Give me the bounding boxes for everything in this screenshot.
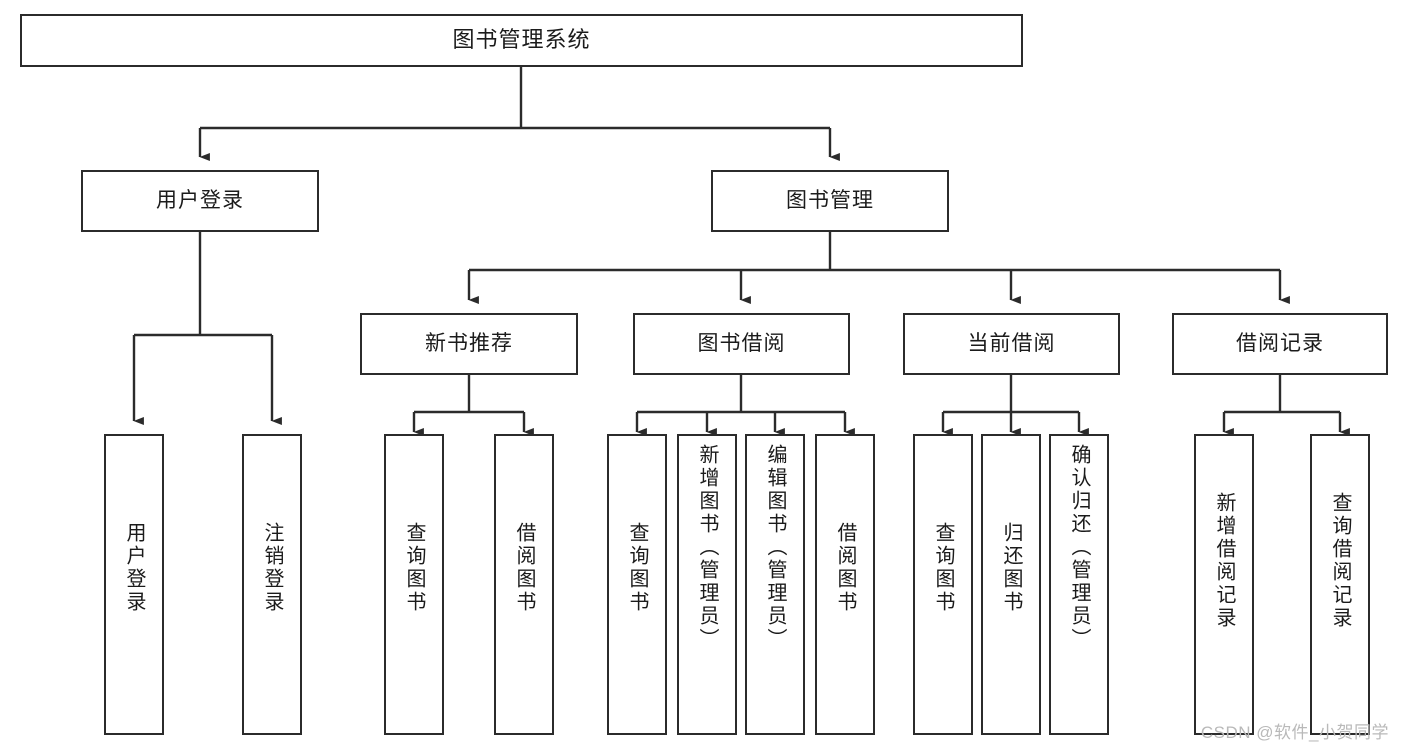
node-label: 图书管理系统: [452, 27, 591, 53]
node-label: 新增图书（管理员）: [696, 444, 718, 651]
leaf-confirm-return-admin[interactable]: 确认归还（管理员）: [1049, 434, 1109, 735]
leaf-query-book-borrow[interactable]: 查询图书: [607, 434, 667, 735]
node-label: 图书管理: [786, 189, 874, 213]
node-label: 借阅图书: [834, 522, 856, 614]
node-label: 归还图书: [1000, 522, 1022, 614]
leaf-query-book-current[interactable]: 查询图书: [913, 434, 973, 735]
leaf-borrow-book[interactable]: 借阅图书: [815, 434, 875, 735]
leaf-add-book-admin[interactable]: 新增图书（管理员）: [677, 434, 737, 735]
node-label: 查询图书: [403, 522, 425, 614]
node-current-borrow[interactable]: 当前借阅: [903, 313, 1120, 375]
leaf-user-login[interactable]: 用户登录: [104, 434, 164, 735]
node-new-book-recommend[interactable]: 新书推荐: [360, 313, 578, 375]
node-label: 借阅记录: [1236, 332, 1324, 356]
leaf-return-book[interactable]: 归还图书: [981, 434, 1041, 735]
node-label: 查询图书: [932, 522, 954, 614]
node-label: 编辑图书（管理员）: [764, 444, 786, 651]
node-borrow-record[interactable]: 借阅记录: [1172, 313, 1388, 375]
node-label: 确认归还（管理员）: [1068, 444, 1090, 651]
node-label: 查询图书: [626, 522, 648, 614]
node-book-management[interactable]: 图书管理: [711, 170, 949, 232]
node-root-system[interactable]: 图书管理系统: [20, 14, 1023, 67]
node-label: 新增借阅记录: [1213, 492, 1235, 630]
node-label: 新书推荐: [425, 332, 513, 356]
node-label: 用户登录: [156, 189, 244, 213]
leaf-query-borrow-record[interactable]: 查询借阅记录: [1310, 434, 1370, 735]
node-label: 借阅图书: [513, 522, 535, 614]
node-label: 查询借阅记录: [1329, 492, 1351, 630]
csdn-watermark: CSDN @软件_小贺同学: [1200, 723, 1389, 742]
node-book-borrow[interactable]: 图书借阅: [633, 313, 850, 375]
node-label: 当前借阅: [967, 332, 1056, 356]
leaf-query-book-new[interactable]: 查询图书: [384, 434, 444, 735]
leaf-logout[interactable]: 注销登录: [242, 434, 302, 735]
node-label: 用户登录: [123, 522, 145, 614]
leaf-edit-book-admin[interactable]: 编辑图书（管理员）: [745, 434, 805, 735]
node-user-login[interactable]: 用户登录: [81, 170, 319, 232]
node-label: 图书借阅: [697, 332, 786, 356]
leaf-borrow-book-new[interactable]: 借阅图书: [494, 434, 554, 735]
node-label: 注销登录: [261, 522, 283, 614]
leaf-add-borrow-record[interactable]: 新增借阅记录: [1194, 434, 1254, 735]
